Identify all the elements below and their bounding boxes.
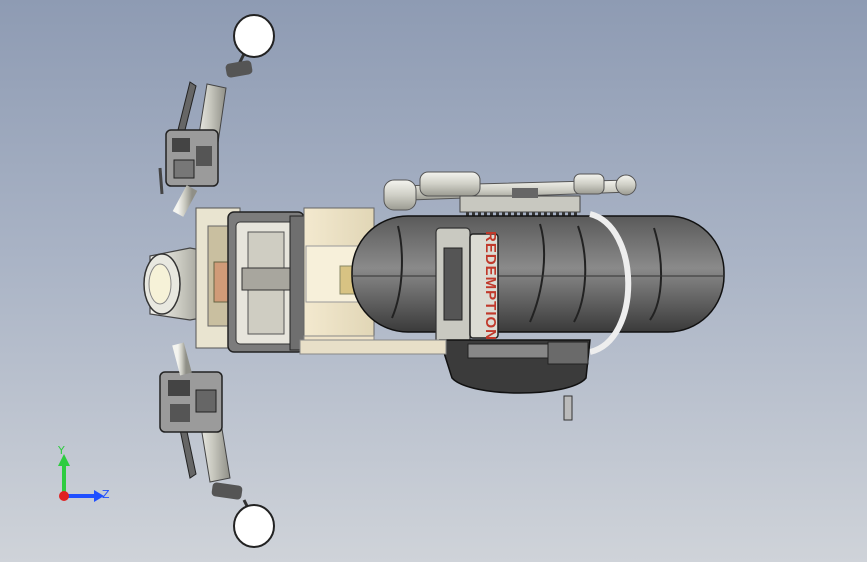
upper-switch-housing[interactable]	[165, 129, 219, 187]
lower-switch-housing[interactable]	[159, 371, 223, 433]
license-plate-bracket[interactable]	[435, 227, 471, 351]
rear-fender-edge	[589, 211, 632, 355]
lower-frame-rail	[299, 339, 447, 355]
rear-hub-motor[interactable]	[438, 339, 591, 421]
coordinate-triad[interactable]: Y Z	[57, 444, 110, 502]
z-axis-label: Z	[102, 488, 110, 501]
plate-brand-text: REDEMPTION	[482, 231, 499, 341]
y-axis-label: Y	[57, 444, 65, 457]
x-axis-dot	[59, 491, 69, 501]
lower-bar-tube	[172, 342, 192, 376]
lower-mirror[interactable]	[211, 482, 275, 548]
drive-chain[interactable]	[459, 188, 581, 216]
fuel-tank[interactable]	[227, 211, 307, 353]
upper-bar-tube	[172, 185, 198, 217]
license-plate[interactable]: REDEMPTION	[469, 231, 499, 341]
upper-mirror[interactable]	[225, 14, 275, 78]
rear-tire[interactable]	[351, 215, 725, 333]
